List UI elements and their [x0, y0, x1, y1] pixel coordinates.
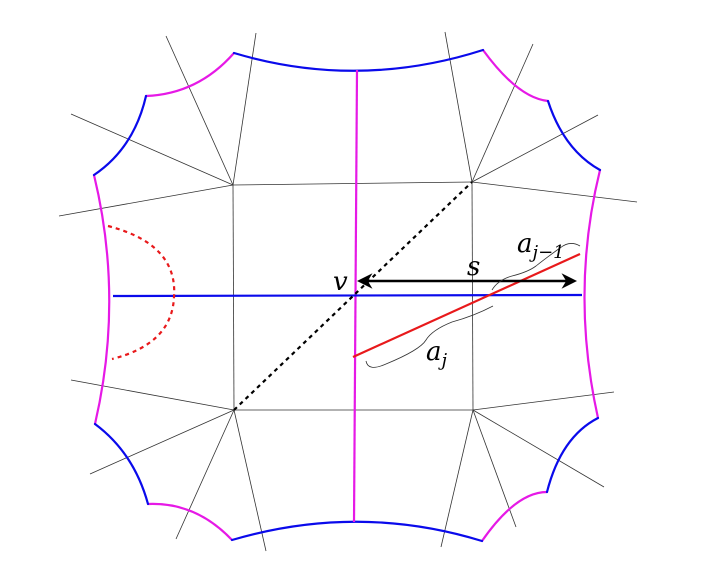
- boundary-arc-lower-left: [93, 422, 150, 506]
- brace-a-j: [365, 305, 494, 368]
- boundary-arc-right: [583, 168, 602, 420]
- red-dashed-arc: [107, 224, 176, 361]
- boundary-arc-bottom-right: [480, 490, 549, 543]
- ray: [165, 35, 234, 186]
- boundary-arc-lower-right: [545, 416, 600, 494]
- horizontal-blue-geodesic: [112, 293, 583, 298]
- grid-left-edge: [232, 184, 235, 411]
- ray: [472, 409, 605, 488]
- ray: [471, 43, 534, 183]
- ray: [471, 181, 638, 203]
- boundary-blue-arcs: [92, 48, 602, 543]
- label-a-j-minus-1-base: a: [517, 229, 533, 259]
- label-a-j-minus-1: aj−1: [517, 229, 565, 263]
- ray: [233, 409, 267, 552]
- boundary-magenta-arcs: [92, 48, 602, 543]
- label-a-j-subscript: j: [438, 350, 448, 371]
- ray: [440, 409, 474, 548]
- boundary-arc-bottom: [230, 520, 484, 543]
- ray: [58, 184, 234, 217]
- ray: [472, 391, 615, 411]
- ray: [70, 379, 235, 411]
- brace-a-j-minus-1: [491, 243, 581, 291]
- ray: [472, 409, 517, 528]
- boundary-arc-left: [92, 173, 111, 426]
- ray: [471, 114, 599, 183]
- grid-top-edge: [232, 181, 473, 186]
- ray: [89, 409, 235, 475]
- boundary-arc-top-right: [481, 48, 550, 103]
- label-a-j-minus-1-subscript: j−1: [529, 242, 565, 263]
- label-a-j-base: a: [426, 337, 442, 367]
- label-a-j: aj: [426, 337, 448, 371]
- boundary-arc-upper-left: [92, 94, 148, 177]
- label-s: s: [467, 252, 480, 282]
- label-v: v: [333, 267, 348, 297]
- boundary-arc-bottom-left: [146, 502, 234, 542]
- boundary-arc-upper-right: [546, 99, 602, 172]
- boundary-arc-top-left: [144, 51, 236, 98]
- ray: [70, 113, 234, 186]
- ray: [444, 31, 473, 183]
- red-geodesic-segment: [352, 252, 581, 359]
- boundary-arc-top: [232, 48, 485, 72]
- ray: [175, 409, 235, 540]
- dashed-diagonal: [233, 181, 473, 411]
- thin-geodesic-lines: [58, 31, 638, 552]
